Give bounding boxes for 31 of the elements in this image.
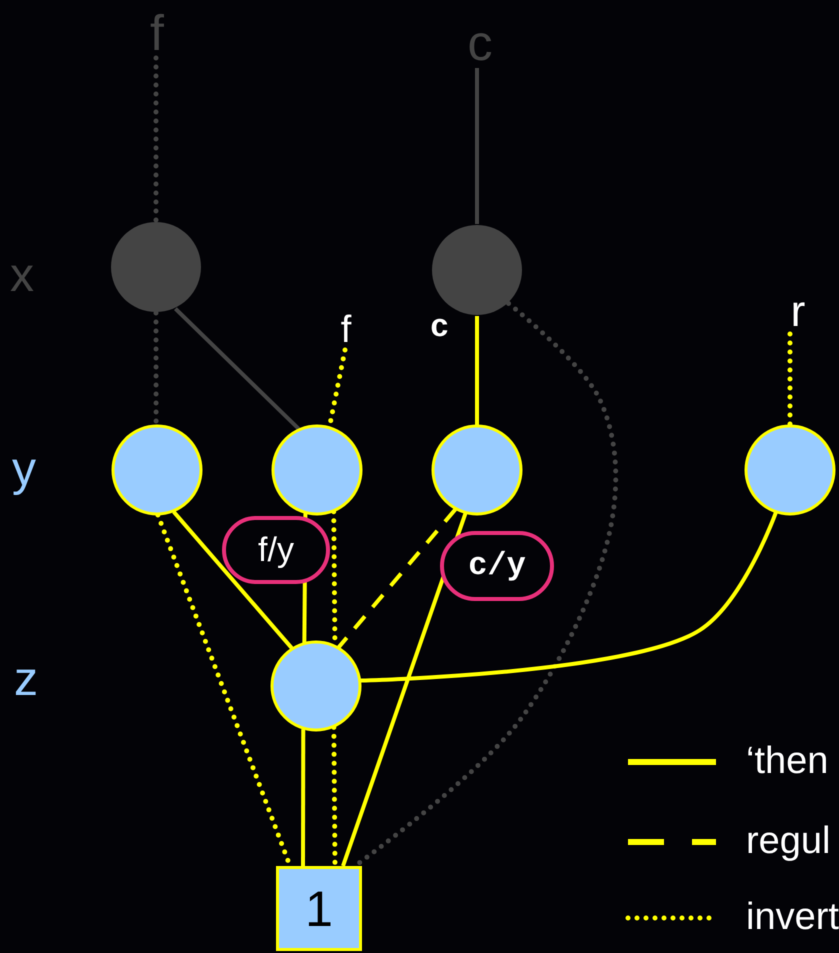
connector <box>172 510 294 650</box>
connector <box>174 307 300 430</box>
terminal-box: 1 <box>276 866 362 951</box>
decision-node-circle <box>744 424 836 516</box>
legend-text: invert <box>746 898 839 936</box>
connector <box>360 512 778 683</box>
connector <box>475 316 479 425</box>
decision-node-circle <box>430 223 524 317</box>
decision-node-circle <box>270 640 362 732</box>
dotted-connector <box>154 56 158 224</box>
dotted-connector <box>788 332 792 428</box>
variable-label: f <box>140 8 174 58</box>
legend-text: regul <box>746 822 830 860</box>
connector <box>475 68 479 224</box>
variable-label: c <box>460 18 500 68</box>
row-label: z <box>14 656 38 704</box>
edge-label: f/y <box>222 516 330 584</box>
row-label: y <box>12 446 36 494</box>
dashed-connector <box>337 508 457 648</box>
decision-node-circle <box>109 220 203 314</box>
decision-node-circle <box>111 424 203 516</box>
variable-label: c <box>430 312 450 344</box>
variable-label: r <box>784 290 812 334</box>
connector <box>301 729 306 866</box>
decision-node-circle <box>431 424 523 516</box>
decision-node-circle <box>271 424 363 516</box>
edge-label: c/y <box>440 531 554 601</box>
variable-label: f <box>334 310 358 350</box>
connector <box>341 512 468 867</box>
row-label: x <box>10 252 34 300</box>
legend-text: ‘then <box>746 742 828 780</box>
